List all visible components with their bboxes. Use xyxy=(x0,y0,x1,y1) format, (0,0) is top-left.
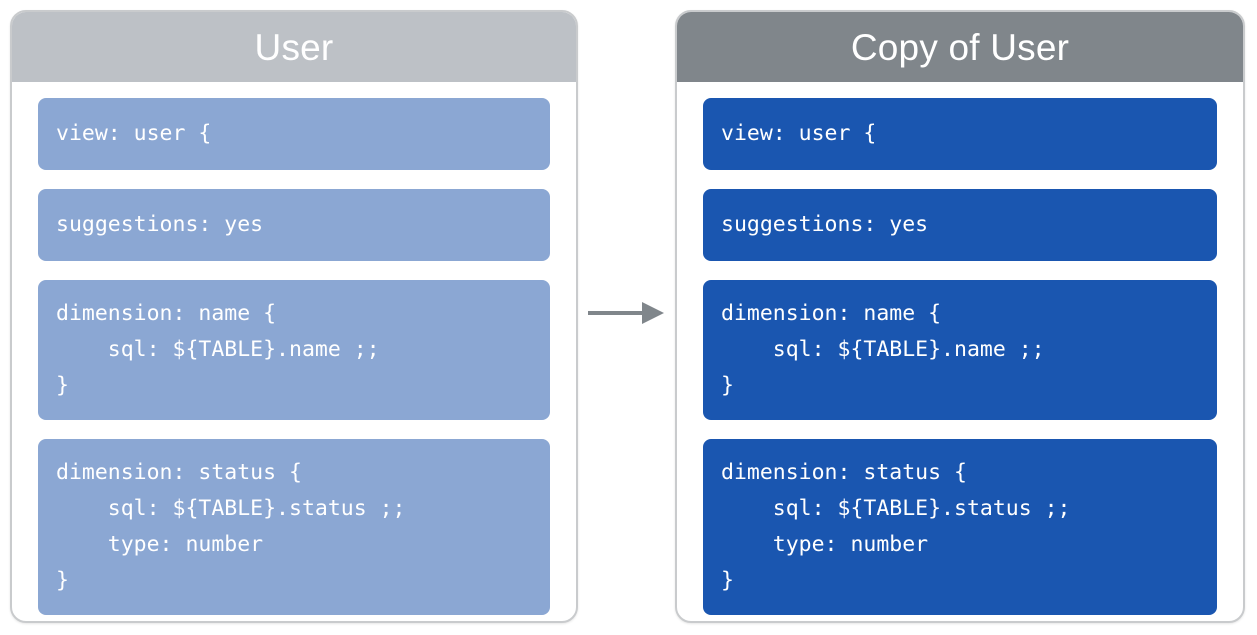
copy-arrow-icon xyxy=(588,300,668,326)
copy-card-title: Copy of User xyxy=(677,12,1243,82)
copy-block-view-declaration: view: user { xyxy=(703,98,1217,170)
source-block-suggestions-setting: suggestions: yes xyxy=(38,189,550,261)
copy-block-suggestions-setting: suggestions: yes xyxy=(703,189,1217,261)
source-card-body: view: user { suggestions: yes dimension:… xyxy=(12,82,576,621)
copy-arrow-head xyxy=(642,302,664,324)
source-block-view-declaration: view: user { xyxy=(38,98,550,170)
source-view-card: User view: user { suggestions: yes dimen… xyxy=(10,10,578,623)
copy-block-dimension-name: dimension: name { sql: ${TABLE}.name ;; … xyxy=(703,280,1217,420)
copy-card-body: view: user { suggestions: yes dimension:… xyxy=(677,82,1243,621)
source-card-title: User xyxy=(12,12,576,82)
source-block-dimension-status: dimension: status { sql: ${TABLE}.status… xyxy=(38,439,550,615)
copy-block-dimension-status: dimension: status { sql: ${TABLE}.status… xyxy=(703,439,1217,615)
copy-view-card: Copy of User view: user { suggestions: y… xyxy=(675,10,1245,623)
copy-arrow-shaft xyxy=(588,311,646,315)
source-block-dimension-name: dimension: name { sql: ${TABLE}.name ;; … xyxy=(38,280,550,420)
